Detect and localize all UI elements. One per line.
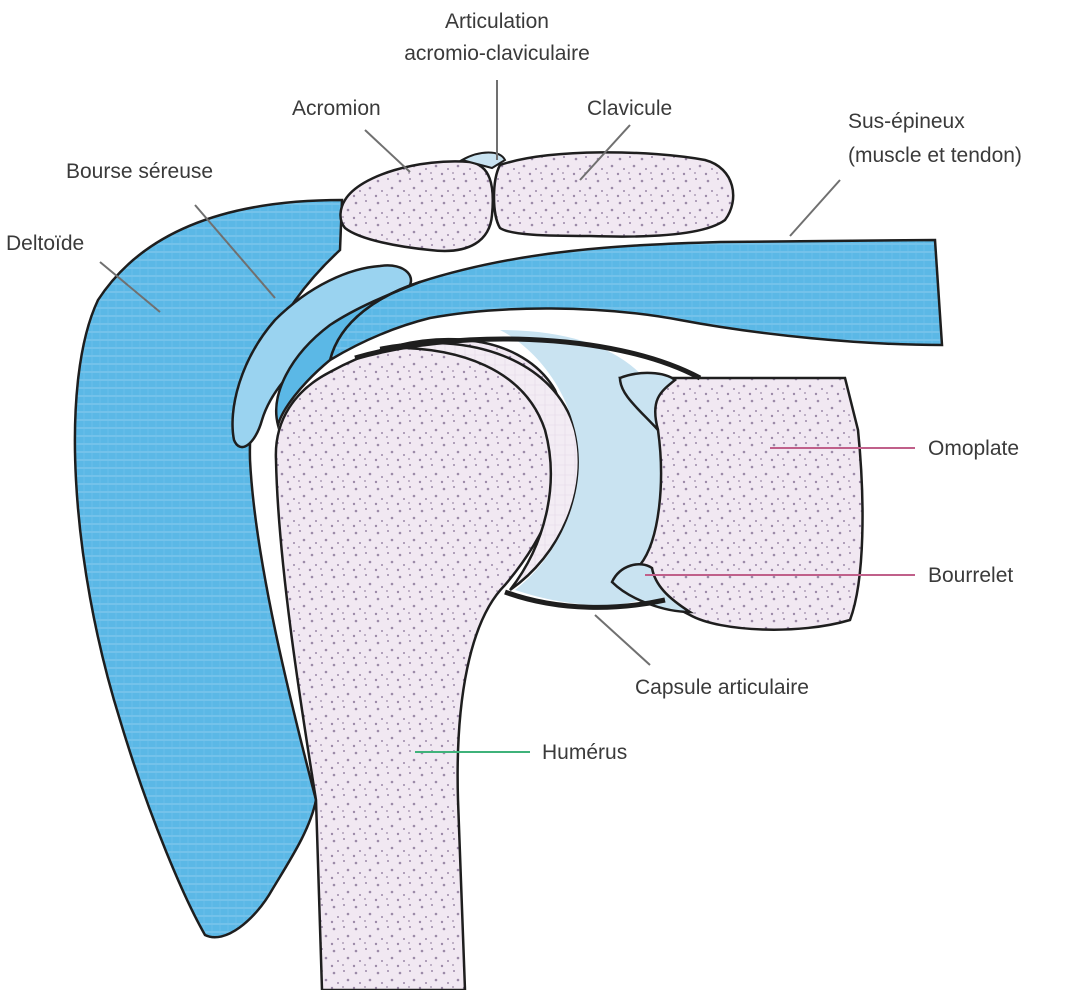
label-bourrelet: Bourrelet: [928, 564, 1013, 587]
leader-acromion: [365, 130, 410, 172]
label-clavicule: Clavicule: [587, 97, 672, 120]
label-articulation-line2: acromio-claviculaire: [404, 42, 590, 65]
acromion-bone: [340, 161, 492, 251]
leader-capsule: [595, 615, 650, 665]
label-sus-epineux-line1: Sus-épineux: [848, 110, 965, 133]
humerus-bone: [276, 339, 566, 990]
clavicle-bone: [494, 152, 733, 236]
label-humerus: Humérus: [542, 741, 627, 764]
label-acromion: Acromion: [292, 97, 381, 120]
leader-sus-epineux: [790, 180, 840, 236]
label-sus-epineux-line2: (muscle et tendon): [848, 144, 1022, 167]
label-omoplate: Omoplate: [928, 437, 1019, 460]
label-bourse: Bourse séreuse: [66, 160, 213, 183]
label-articulation-line1: Articulation: [445, 10, 549, 33]
label-capsule: Capsule articulaire: [635, 676, 809, 699]
label-deltoide: Deltoïde: [6, 232, 84, 255]
